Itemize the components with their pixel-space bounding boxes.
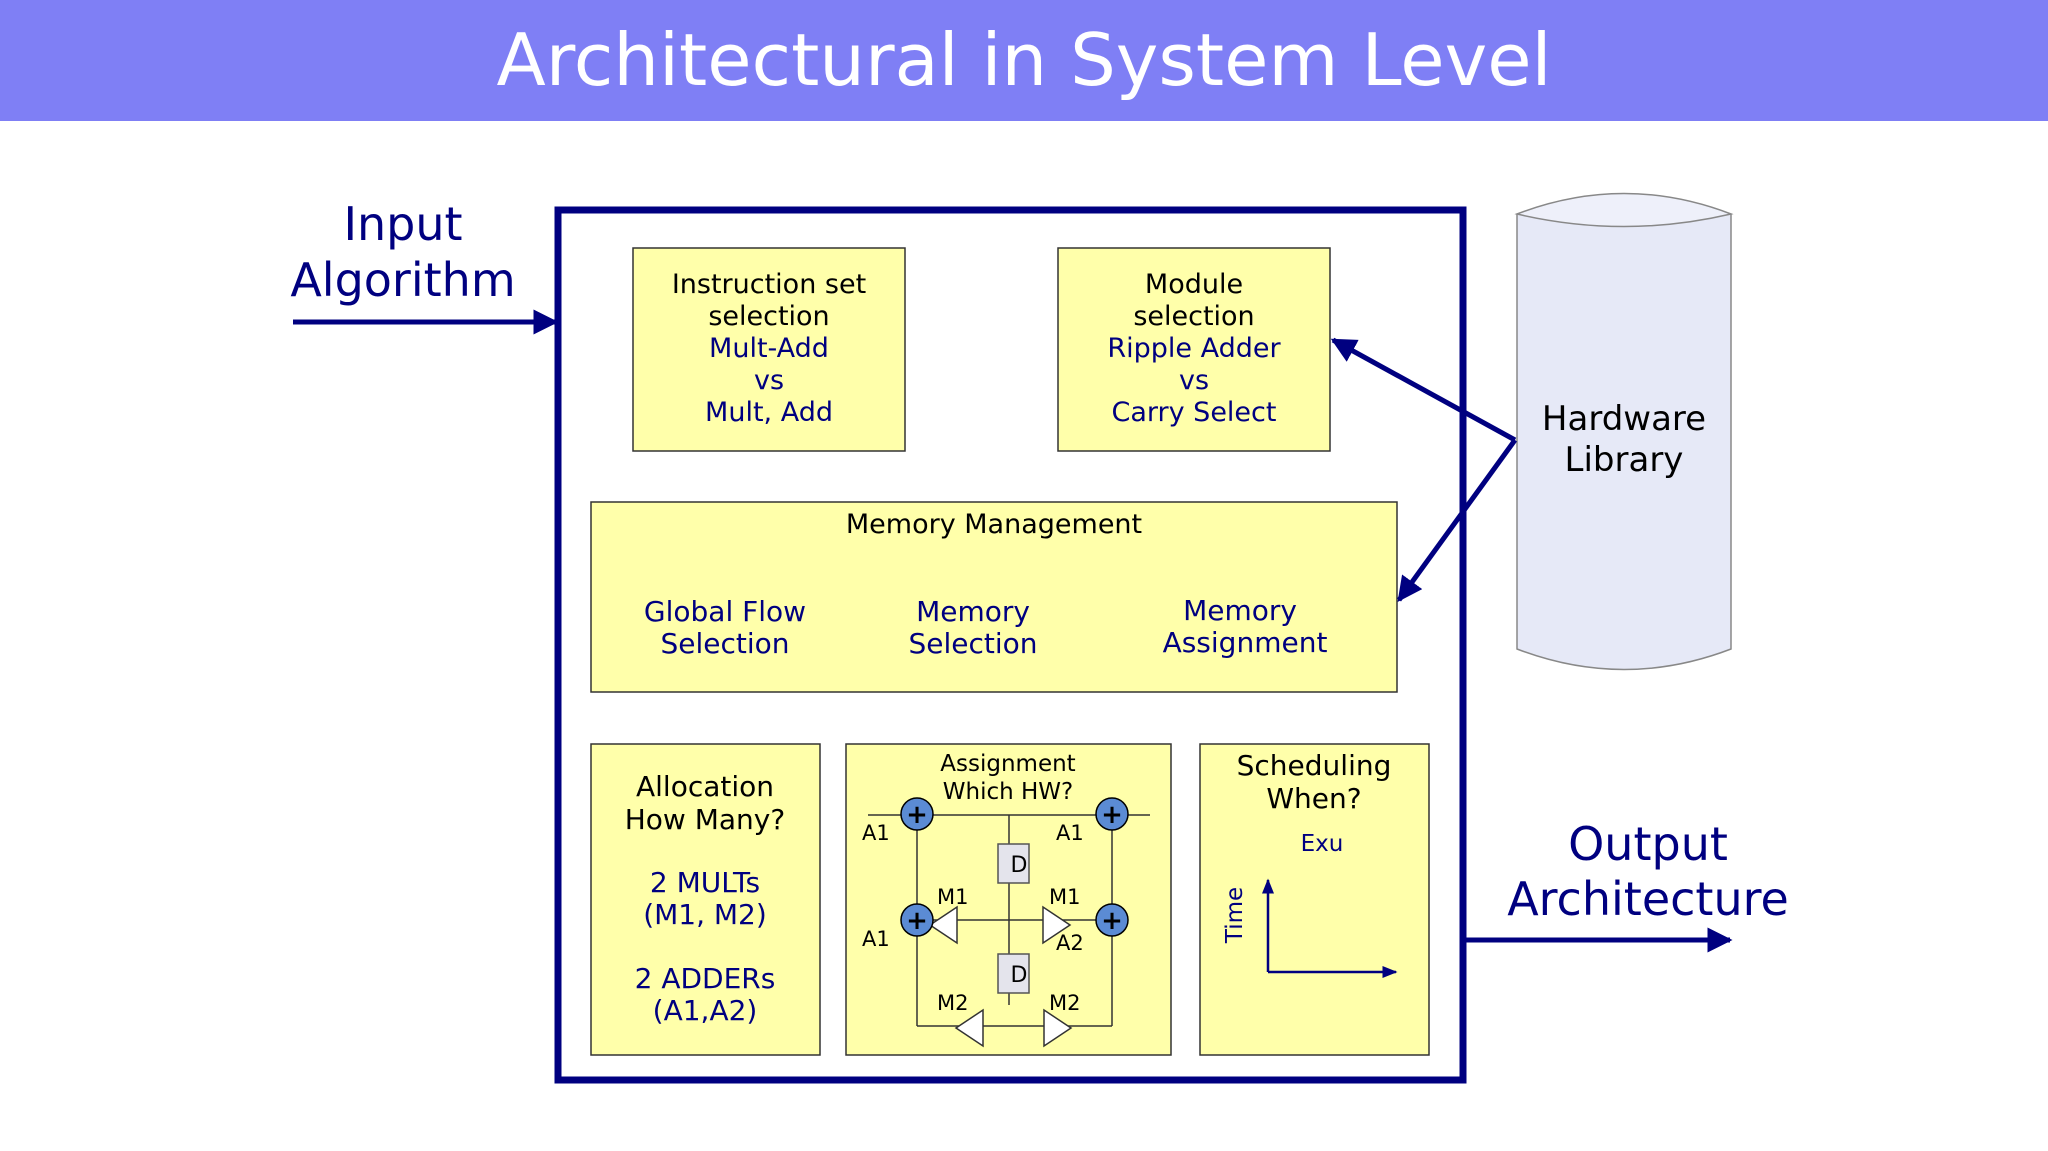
delay-block-bottom: D <box>997 953 1030 994</box>
instruction-set-line2: selection <box>708 301 829 332</box>
memory-selection-line2: Selection <box>908 627 1037 660</box>
allocation-box: Allocation How Many? 2 MULTs (M1, M2) 2 … <box>590 743 821 1056</box>
multiplier-m1-left <box>928 905 958 945</box>
instruction-set-line5: Mult, Add <box>705 397 833 428</box>
adder-plus-mid-right: + <box>1101 906 1123 936</box>
module-selection-line2: selection <box>1133 301 1254 332</box>
slide-title: Architectural in System Level <box>496 18 1552 102</box>
adder-plus-top-right: + <box>1101 800 1123 830</box>
delay-block-top: D <box>997 843 1030 884</box>
assignment-line1: Assignment <box>940 751 1075 777</box>
label-a1-top-right: A1 <box>1056 821 1084 845</box>
scheduling-line1: Scheduling <box>1237 749 1392 782</box>
output-label-line1: Output <box>1568 817 1728 871</box>
allocation-line2: How Many? <box>625 803 785 836</box>
delay-label-top: D <box>1011 853 1028 878</box>
label-a1-top-left: A1 <box>862 821 890 845</box>
allocation-line4: (M1, M2) <box>643 898 767 931</box>
adder-node-mid-left: + <box>900 903 934 937</box>
module-selection-line5: Carry Select <box>1112 397 1277 428</box>
allocation-line3: 2 MULTs <box>650 866 760 899</box>
module-selection-line3: Ripple Adder <box>1107 333 1281 364</box>
adder-plus-top-left: + <box>906 800 928 830</box>
instruction-set-line4: vs <box>754 365 784 396</box>
assignment-box: Assignment Which HW? D D + <box>845 743 1172 1056</box>
instruction-set-line1: Instruction set <box>672 269 866 300</box>
label-a2-mid-right: A2 <box>1056 931 1084 955</box>
scheduling-time-label: Time <box>1222 887 1248 944</box>
memory-management-title: Memory Management <box>846 509 1142 540</box>
library-to-module-arrow <box>1330 337 1517 443</box>
label-m1-left: M1 <box>937 885 968 909</box>
memory-assignment-line1: Memory <box>1183 594 1297 627</box>
allocation-line6: (A1,A2) <box>653 994 758 1027</box>
adder-node-top-left: + <box>900 797 934 831</box>
global-flow-line2: Selection <box>660 627 789 660</box>
input-label-line1: Input <box>343 197 462 251</box>
global-flow-line1: Global Flow <box>644 595 806 628</box>
label-m2-left: M2 <box>937 991 968 1015</box>
hardware-library-line2: Library <box>1565 440 1684 480</box>
hardware-library-line1: Hardware <box>1542 399 1706 439</box>
label-m2-right: M2 <box>1049 991 1080 1015</box>
scheduling-box: Scheduling When? Exu Time <box>1199 743 1430 1056</box>
label-a1-mid-left: A1 <box>862 927 890 951</box>
output-label-line2: Architecture <box>1507 872 1789 926</box>
multiplier-m2-left <box>954 1008 984 1048</box>
adder-node-mid-right: + <box>1095 903 1129 937</box>
assignment-line2: Which HW? <box>943 779 1074 805</box>
allocation-line1: Allocation <box>636 770 774 803</box>
allocation-line5: 2 ADDERs <box>635 962 776 995</box>
multiplier-m1-right <box>1042 905 1072 945</box>
input-label-line2: Algorithm <box>290 253 515 307</box>
module-selection-line1: Module <box>1145 269 1243 300</box>
scheduling-line2: When? <box>1266 782 1361 815</box>
library-to-memory-arrow <box>1396 438 1518 603</box>
label-m1-right: M1 <box>1049 885 1080 909</box>
module-selection-line4: vs <box>1179 365 1209 396</box>
instruction-set-box: Instruction set selection Mult-Add vs Mu… <box>632 247 906 452</box>
system-frame <box>554 206 1467 1084</box>
adder-plus-mid-left: + <box>906 906 928 936</box>
title-bar <box>0 0 2048 121</box>
multiplier-m2-right <box>1043 1008 1073 1048</box>
memory-assignment-line2: Assignment <box>1163 626 1328 659</box>
memory-selection-line1: Memory <box>916 595 1030 628</box>
module-selection-box: Module selection Ripple Adder vs Carry S… <box>1057 247 1331 452</box>
memory-management-box: Memory Management Global Flow Selection … <box>590 501 1398 693</box>
hardware-library-cylinder: Hardware Library <box>1514 192 1734 671</box>
instruction-set-line3: Mult-Add <box>709 333 829 364</box>
delay-label-bottom: D <box>1011 963 1028 988</box>
scheduling-exu: Exu <box>1301 831 1344 857</box>
adder-node-top-right: + <box>1095 797 1129 831</box>
